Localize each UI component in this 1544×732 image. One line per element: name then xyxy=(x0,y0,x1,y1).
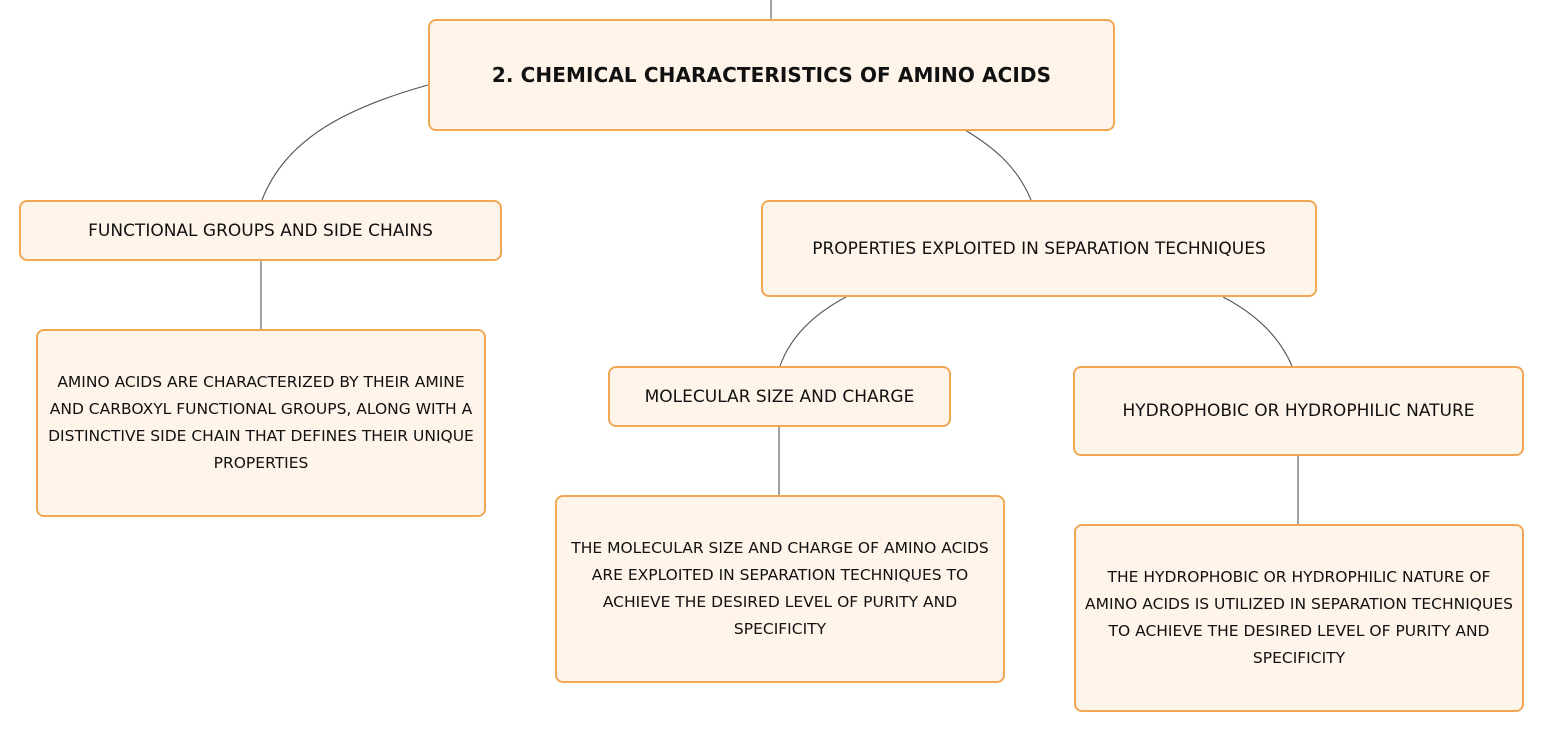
size-charge-detail-text: THE MOLECULAR SIZE AND CHARGE OF AMINO A… xyxy=(571,539,989,638)
root-topic-label: 2. CHEMICAL CHARACTERISTICS OF AMINO ACI… xyxy=(491,63,1052,87)
size-charge-detail-node[interactable]: THE MOLECULAR SIZE AND CHARGE OF AMINO A… xyxy=(555,495,1005,683)
hydro-nature-label: HYDROPHOBIC OR HYDROPHILIC NATURE xyxy=(1122,401,1475,421)
connector-separation-to-size-charge xyxy=(779,296,847,367)
separation-properties-label: PROPERTIES EXPLOITED IN SEPARATION TECHN… xyxy=(812,238,1266,259)
hydro-nature-detail-node[interactable]: THE HYDROPHOBIC OR HYDROPHILIC NATURE OF… xyxy=(1074,524,1524,712)
functional-groups-label: FUNCTIONAL GROUPS AND SIDE CHAINS xyxy=(88,220,433,241)
functional-groups-detail-node[interactable]: AMINO ACIDS ARE CHARACTERIZED BY THEIR A… xyxy=(36,329,486,517)
connector-separation-to-hydro-nature xyxy=(1222,296,1293,367)
separation-properties-node[interactable]: PROPERTIES EXPLOITED IN SEPARATION TECHN… xyxy=(761,200,1317,297)
connector-root-to-separation-properties xyxy=(964,129,1032,201)
connector-root-to-functional-groups xyxy=(261,84,429,201)
root-topic-node[interactable]: 2. CHEMICAL CHARACTERISTICS OF AMINO ACI… xyxy=(428,19,1115,131)
functional-groups-node[interactable]: FUNCTIONAL GROUPS AND SIDE CHAINS xyxy=(19,200,502,261)
size-charge-label: MOLECULAR SIZE AND CHARGE xyxy=(644,386,915,407)
hydro-nature-detail-text: THE HYDROPHOBIC OR HYDROPHILIC NATURE OF… xyxy=(1085,568,1513,667)
functional-groups-detail-text: AMINO ACIDS ARE CHARACTERIZED BY THEIR A… xyxy=(48,373,474,472)
size-charge-node[interactable]: MOLECULAR SIZE AND CHARGE xyxy=(608,366,951,427)
hydro-nature-node[interactable]: HYDROPHOBIC OR HYDROPHILIC NATURE xyxy=(1073,366,1524,456)
